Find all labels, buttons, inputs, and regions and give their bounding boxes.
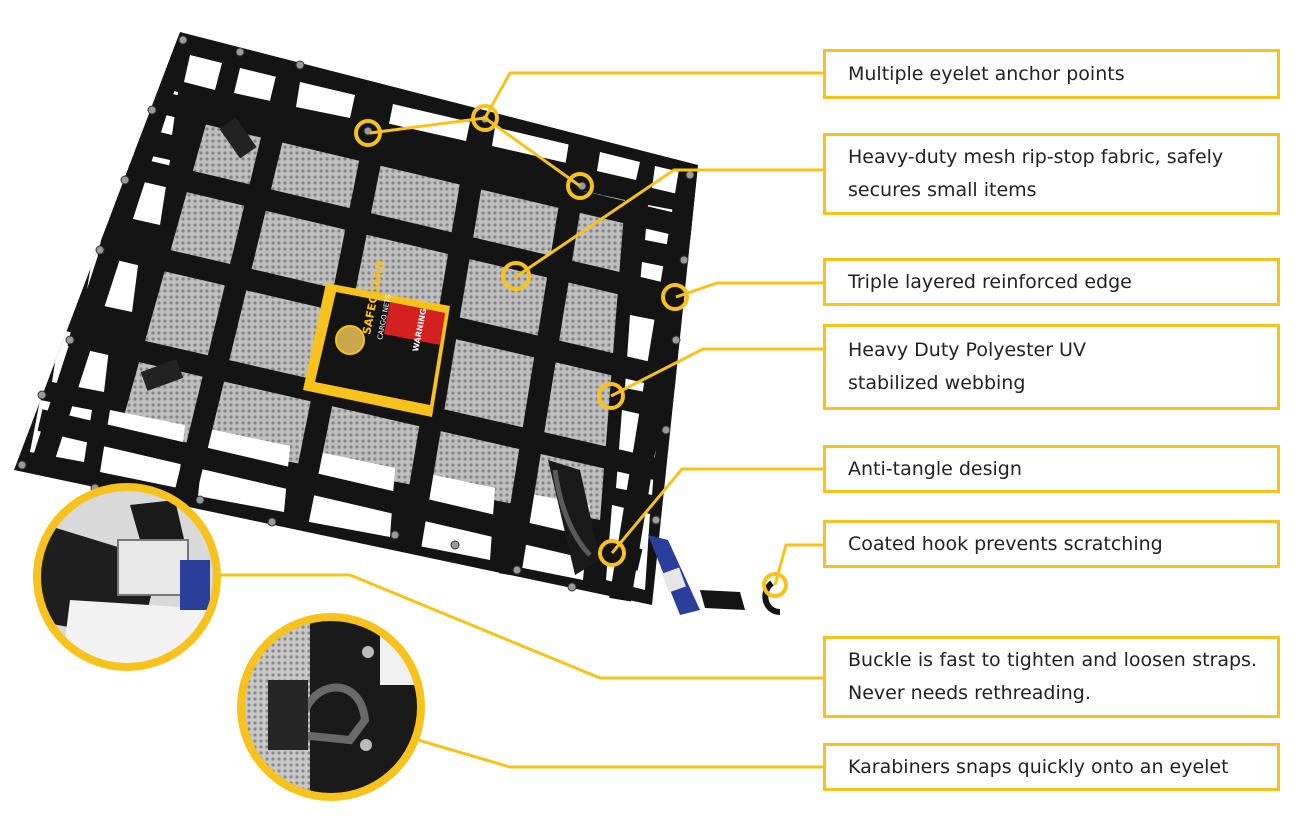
cargo-net: SAFEGUARD CARGO NETS WARNING (14, 32, 781, 615)
highlight-rings (354, 104, 788, 598)
callout-edge-text: Triple layered reinforced edge (848, 270, 1132, 293)
buckle-detail-circle (33, 483, 221, 671)
callout-antitangle: Anti-tangle design (823, 445, 1280, 493)
callout-hook: Coated hook prevents scratching (823, 520, 1280, 568)
callout-karabiner-text: Karabiners snaps quickly onto an eyelet (848, 755, 1229, 778)
callout-karabiner: Karabiners snaps quickly onto an eyelet (823, 743, 1280, 791)
leader-lines (215, 71, 824, 769)
buckle-top (219, 117, 257, 159)
karabiner (548, 460, 600, 575)
callout-eyelet: Multiple eyelet anchor points (823, 49, 1280, 99)
buckle-left (140, 359, 184, 391)
coated-hook (762, 580, 781, 615)
callout-eyelet-text: Multiple eyelet anchor points (848, 62, 1125, 85)
callout-buckle-text: Buckle is fast to tighten and loosen str… (848, 649, 1257, 704)
callout-webbing-text: Heavy Duty Polyester UV stabilized webbi… (848, 339, 1086, 394)
callout-antitangle-text: Anti-tangle design (848, 457, 1022, 480)
callout-webbing: Heavy Duty Polyester UV stabilized webbi… (823, 324, 1280, 410)
karabiner-detail-circle (237, 613, 425, 801)
callout-buckle: Buckle is fast to tighten and loosen str… (823, 636, 1280, 718)
callout-mesh: Heavy-duty mesh rip-stop fabric, safely … (823, 133, 1280, 215)
callout-mesh-text: Heavy-duty mesh rip-stop fabric, safely … (848, 146, 1224, 201)
callout-edge: Triple layered reinforced edge (823, 258, 1280, 306)
callout-hook-text: Coated hook prevents scratching (848, 532, 1163, 555)
